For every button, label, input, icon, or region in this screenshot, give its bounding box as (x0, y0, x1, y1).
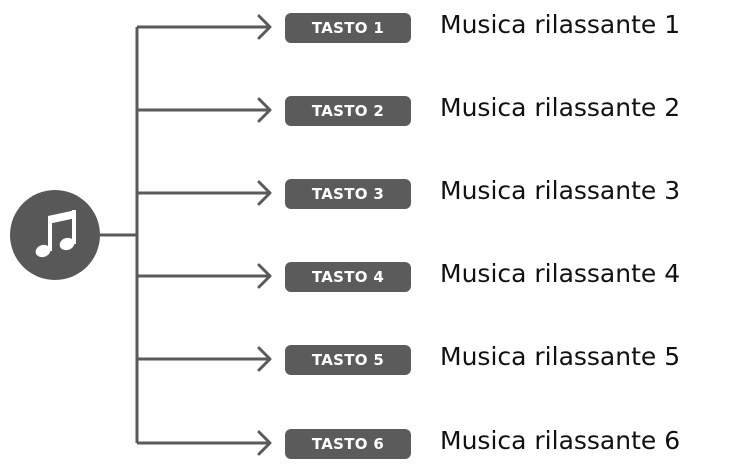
option-label: Musica rilassante 4 (440, 259, 681, 288)
option-row: TASTO 6 Musica rilassante 6 (0, 421, 740, 461)
key-badge: TASTO 2 (285, 96, 411, 126)
music-note-icon (10, 190, 100, 280)
branch-arrow-4 (137, 263, 272, 289)
key-badge: TASTO 3 (285, 179, 411, 209)
option-label: Musica rilassante 1 (440, 10, 681, 39)
key-badge: TASTO 4 (285, 262, 411, 292)
key-badge: TASTO 1 (285, 13, 411, 43)
option-row: TASTO 3 Musica rilassante 3 (0, 171, 740, 211)
key-badge: TASTO 5 (285, 345, 411, 375)
branch-arrow-5 (137, 346, 272, 372)
branch-arrow-2 (137, 97, 272, 123)
branch-arrow-6 (137, 430, 272, 456)
option-label: Musica rilassante 6 (440, 426, 681, 455)
option-row: TASTO 4 Musica rilassante 4 (0, 254, 740, 294)
option-label: Musica rilassante 2 (440, 93, 681, 122)
option-row: TASTO 5 Musica rilassante 5 (0, 337, 740, 377)
key-badge: TASTO 6 (285, 429, 411, 459)
option-label: Musica rilassante 3 (440, 176, 681, 205)
option-label: Musica rilassante 5 (440, 342, 681, 371)
branch-arrow-1 (137, 14, 272, 40)
branch-arrow-3 (137, 180, 272, 206)
option-row: TASTO 1 Musica rilassante 1 (0, 5, 740, 45)
option-row: TASTO 2 Musica rilassante 2 (0, 88, 740, 128)
